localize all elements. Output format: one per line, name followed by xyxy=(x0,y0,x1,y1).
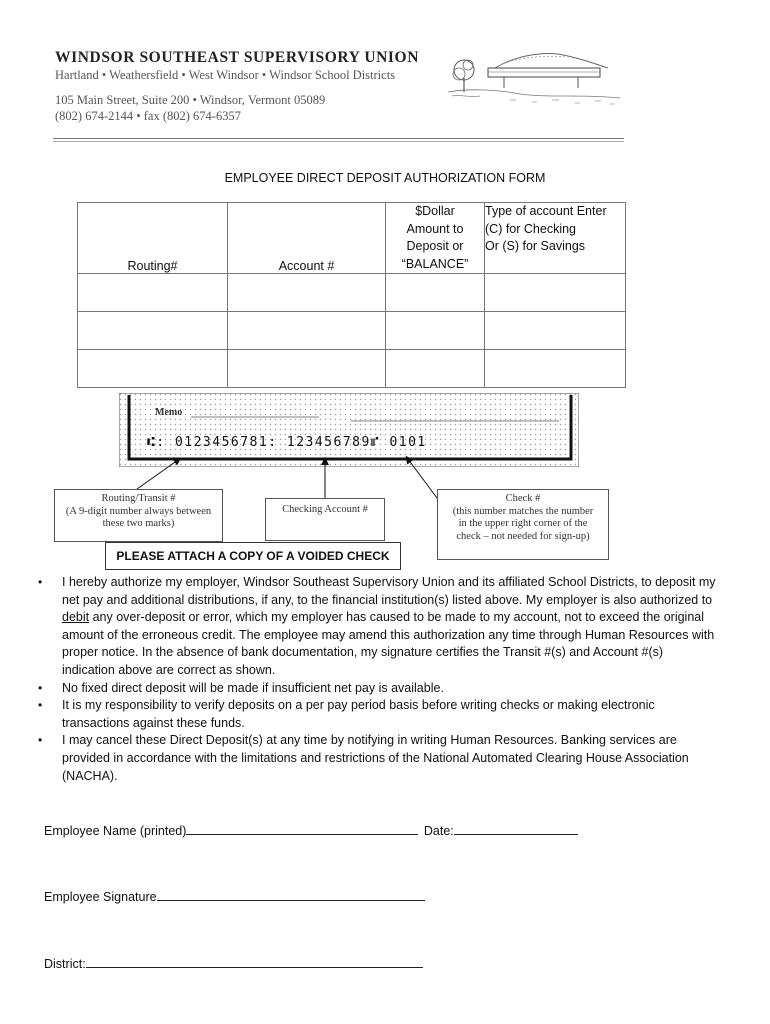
employee-name-field[interactable] xyxy=(186,821,419,835)
account-cell[interactable] xyxy=(227,349,386,388)
term-item: • I hereby authorize my employer, Windso… xyxy=(38,574,718,680)
routing-cell[interactable] xyxy=(77,273,228,312)
callout-line: these two marks) xyxy=(102,518,175,529)
bullet-icon: • xyxy=(38,680,43,695)
phone-fax-line: (802) 674-2144 • fax (802) 674-6357 xyxy=(55,109,241,123)
callout-line: (this number matches the number xyxy=(452,505,594,517)
header-rule xyxy=(53,138,624,139)
form-title: EMPLOYEE DIRECT DEPOSIT AUTHORIZATION FO… xyxy=(224,171,546,185)
term-item: • It is my responsibility to verify depo… xyxy=(38,697,718,732)
account-type-header: Type of account Enter (C) for Checking O… xyxy=(484,202,626,274)
bullet-icon: • xyxy=(38,733,43,748)
checking-account-callout: Checking Account # xyxy=(265,498,385,541)
term-text: It is my responsibility to verify deposi… xyxy=(62,698,655,730)
bullet-icon: • xyxy=(38,698,43,713)
amount-header-line: $Dollar xyxy=(415,204,455,218)
employee-signature-label: Employee Signature xyxy=(44,890,157,904)
employee-signature-row: Employee Signature xyxy=(44,887,425,904)
term-item: • No fixed direct deposit will be made i… xyxy=(38,680,718,698)
account-type-header-line: Type of account Enter xyxy=(485,204,607,218)
account-header: Account # xyxy=(227,202,386,274)
street-address: 105 Main Street, Suite 200 • Windsor, Ve… xyxy=(55,93,326,107)
deposit-table: Routing# Account # $Dollar Amount to Dep… xyxy=(77,202,626,388)
school-districts-line: Hartland • Weathersfield • West Windsor … xyxy=(55,68,396,82)
bullet-icon: • xyxy=(38,575,43,589)
term-text-debit: debit xyxy=(62,610,90,625)
check-number-callout: Check # (this number matches the number … xyxy=(437,489,609,560)
date-field[interactable] xyxy=(453,821,578,835)
organization-name: WINDSOR SOUTHEAST SUPERVISORY UNION xyxy=(55,49,419,66)
amount-header-line: Amount to xyxy=(406,221,464,236)
term-item: • I may cancel these Direct Deposit(s) a… xyxy=(38,732,718,785)
routing-header: Routing# xyxy=(77,202,228,274)
header-rule-secondary xyxy=(53,141,624,142)
routing-cell[interactable] xyxy=(77,349,228,388)
date-label: Date: xyxy=(423,824,454,838)
check-memo-label: Memo xyxy=(155,407,183,418)
authorization-terms: • I hereby authorize my employer, Windso… xyxy=(38,574,718,785)
account-type-cell[interactable] xyxy=(484,349,626,388)
routing-transit-callout: Routing/Transit # (A 9-digit number alwa… xyxy=(54,489,223,542)
term-text: No fixed direct deposit will be made if … xyxy=(62,680,444,695)
covered-bridge-landscape-icon xyxy=(440,48,628,115)
district-field[interactable] xyxy=(85,954,423,968)
callout-arrows xyxy=(136,455,438,499)
callout-line: Check # xyxy=(505,493,541,504)
account-type-header-line: (C) for Checking xyxy=(485,221,576,236)
employee-name-label: Employee Name (printed) xyxy=(44,824,187,838)
callout-line: (A 9-digit number always between xyxy=(65,505,212,517)
amount-cell[interactable] xyxy=(385,273,485,312)
district-row: District: xyxy=(44,954,423,971)
term-text: I may cancel these Direct Deposit(s) at … xyxy=(62,733,689,783)
account-type-cell[interactable] xyxy=(484,311,626,350)
employee-signature-field[interactable] xyxy=(156,887,425,901)
term-text: I hereby authorize my employer, Windsor … xyxy=(62,575,716,607)
sample-check-illustration: Memo ⑆: 0123456781: 123456789⑈ 0101 xyxy=(119,393,579,467)
amount-header: $Dollar Amount to Deposit or “BALANCE” xyxy=(385,202,485,274)
employee-name-row: Employee Name (printed) Date: xyxy=(44,821,578,838)
amount-header-line: “BALANCE” xyxy=(401,256,469,271)
account-type-header-line: Or (S) for Savings xyxy=(485,239,586,253)
account-cell[interactable] xyxy=(227,273,386,312)
district-label: District: xyxy=(44,957,86,971)
table-header-row: Routing# Account # $Dollar Amount to Dep… xyxy=(77,202,626,274)
term-text: any over-deposit or error, which my empl… xyxy=(62,610,715,677)
callout-line: Routing/Transit # xyxy=(101,493,176,504)
attach-voided-check-notice: PLEASE ATTACH A COPY OF A VOIDED CHECK xyxy=(105,542,401,570)
callout-line: Checking Account # xyxy=(282,504,368,515)
account-type-cell[interactable] xyxy=(484,273,626,312)
table-row xyxy=(77,273,626,312)
callout-line: check – not needed for sign-up) xyxy=(456,530,590,542)
callout-line: in the upper right corner of the xyxy=(458,518,588,529)
check-micr-line: ⑆: 0123456781: 123456789⑈ 0101 xyxy=(147,435,427,450)
amount-header-line: Deposit or xyxy=(406,239,464,253)
table-row xyxy=(77,349,626,388)
